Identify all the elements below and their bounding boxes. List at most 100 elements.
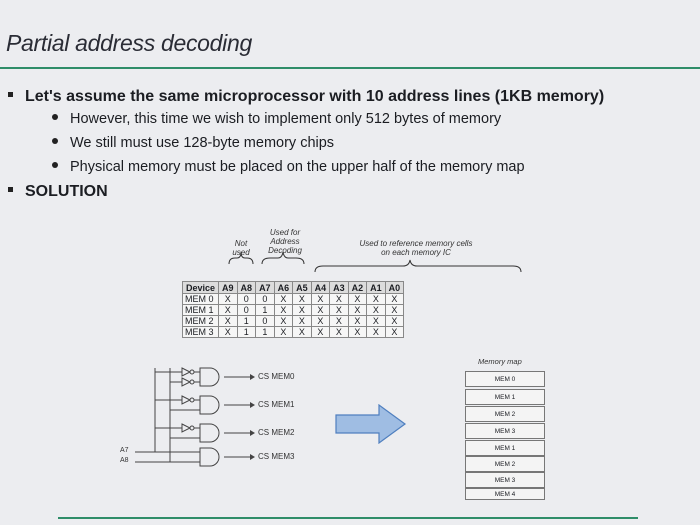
table-cell: X: [366, 315, 386, 327]
table-cell: X: [347, 304, 368, 316]
table-cell: X: [366, 304, 386, 316]
cs-mem3-label: CS MEM3: [258, 452, 295, 461]
square-bullet-icon: [8, 187, 13, 193]
sub-bullet-1-text: However, this time we wish to implement …: [70, 111, 502, 127]
table-header: A8: [236, 281, 257, 294]
title-divider: [0, 67, 700, 69]
input-a8-label: A8: [120, 457, 129, 464]
memory-map-block: MEM 4: [465, 488, 545, 500]
table-cell: X: [292, 304, 312, 316]
table-header: A1: [366, 281, 386, 294]
table-cell: X: [273, 315, 294, 327]
round-bullet-icon: [52, 162, 58, 169]
table-cell: X: [366, 326, 386, 338]
table-row: MEM 0 X 0 0 X X X X X X X: [181, 293, 405, 305]
memory-map-block: MEM 1: [465, 389, 545, 405]
table-cell: MEM 1: [181, 304, 220, 316]
table-cell: X: [366, 293, 386, 305]
memory-map-block: MEM 0: [465, 371, 545, 387]
table-cell: X: [310, 326, 331, 338]
bullet-main-2: SOLUTION: [8, 183, 108, 201]
table-cell: X: [273, 326, 294, 338]
table-header: A0: [384, 281, 405, 294]
bullet-main-2-text: SOLUTION: [25, 183, 108, 200]
table-cell: 0: [236, 304, 257, 316]
table-header: A3: [329, 281, 349, 294]
bullet-main-1: Let's assume the same microprocessor wit…: [8, 88, 604, 106]
sub-bullet-3-text: Physical memory must be placed on the up…: [70, 159, 525, 175]
sub-bullet-1: However, this time we wish to implement …: [52, 111, 501, 127]
table-cell: X: [218, 304, 238, 316]
decoding-note: Used for Address Decoding: [268, 228, 302, 255]
table-cell: X: [384, 326, 405, 338]
table-header: A6: [273, 281, 294, 294]
table-cell: 0: [236, 293, 257, 305]
sub-bullet-3: Physical memory must be placed on the up…: [52, 159, 525, 175]
brace-not-used: [228, 251, 254, 265]
table-cell: X: [273, 293, 294, 305]
table-header: A2: [347, 281, 368, 294]
brace-cells: [314, 259, 522, 273]
table-cell: X: [329, 293, 349, 305]
brace-decoding: [261, 251, 305, 265]
table-cell: 0: [255, 293, 275, 305]
table-header: A9: [218, 281, 238, 294]
memory-map-block: MEM 1: [465, 440, 545, 456]
table-header: A5: [292, 281, 312, 294]
inverter-icons: [181, 367, 195, 433]
and-gate-icons: [199, 367, 220, 467]
memory-map-block: MEM 3: [465, 423, 545, 439]
table-row: MEM 1 X 0 1 X X X X X X X: [181, 304, 405, 316]
cs-mem1-label: CS MEM1: [258, 400, 295, 409]
memory-map-block: MEM 2: [465, 456, 545, 472]
footer-rule: [58, 517, 638, 519]
table-cell: 1: [236, 326, 257, 338]
cells-note: Used to reference memory cells on each m…: [359, 239, 473, 257]
table-cell: 0: [255, 315, 275, 327]
table-cell: X: [329, 304, 349, 316]
table-cell: X: [384, 293, 405, 305]
table-cell: X: [329, 326, 349, 338]
memory-map-title: Memory map: [478, 357, 522, 366]
table-cell: MEM 3: [181, 326, 220, 338]
output-arrow-icons: [250, 374, 255, 460]
table-cell: 1: [255, 326, 275, 338]
right-arrow-icon: [335, 404, 407, 444]
table-header: A7: [255, 281, 275, 294]
table-cell: X: [218, 326, 238, 338]
table-header-row: Device A9 A8 A7 A6 A5 A4 A3 A2 A1 A0: [181, 281, 405, 294]
table-cell: X: [292, 326, 312, 338]
table-cell: X: [292, 293, 312, 305]
sub-bullet-2: We still must use 128-byte memory chips: [52, 135, 334, 151]
cs-mem0-label: CS MEM0: [258, 372, 295, 381]
table-cell: X: [273, 304, 294, 316]
round-bullet-icon: [52, 114, 58, 121]
table-cell: X: [347, 315, 368, 327]
table-cell: MEM 0: [181, 293, 220, 305]
table-cell: X: [310, 315, 331, 327]
table-row: MEM 2 X 1 0 X X X X X X X: [181, 315, 405, 327]
slide-title: Partial address decoding: [6, 30, 252, 56]
table-cell: MEM 2: [181, 315, 220, 327]
cs-mem2-label: CS MEM2: [258, 428, 295, 437]
table-cell: X: [292, 315, 312, 327]
sub-bullet-2-text: We still must use 128-byte memory chips: [70, 135, 335, 151]
table-cell: X: [384, 315, 405, 327]
table-cell: X: [384, 304, 405, 316]
table-cell: X: [347, 326, 368, 338]
address-table: Device A9 A8 A7 A6 A5 A4 A3 A2 A1 A0 MEM…: [181, 281, 405, 338]
table-cell: X: [347, 293, 368, 305]
table-cell: 1: [236, 315, 257, 327]
table-cell: X: [329, 315, 349, 327]
table-cell: X: [310, 304, 331, 316]
table-header: A4: [310, 281, 331, 294]
table-row: MEM 3 X 1 1 X X X X X X X: [181, 326, 405, 338]
table-cell: X: [218, 315, 238, 327]
memory-map-block: MEM 2: [465, 406, 545, 422]
table-cell: X: [310, 293, 331, 305]
round-bullet-icon: [52, 138, 58, 145]
square-bullet-icon: [8, 92, 13, 98]
table-cell: X: [218, 293, 238, 305]
